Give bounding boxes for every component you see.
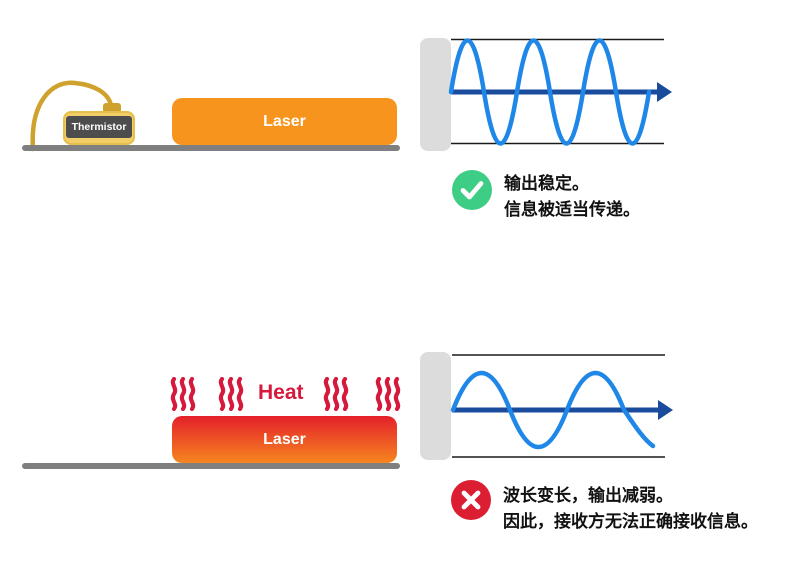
emitter-wall: [420, 352, 451, 460]
caption-stable-line2: 信息被适当传递。: [504, 200, 640, 219]
emitter-wall: [420, 38, 451, 151]
caption-weakened: 波长变长，输出减弱。 因此，接收方无法正确接收信息。: [503, 483, 758, 535]
axis-arrowhead: [658, 400, 673, 420]
caption-stable: 输出稳定。 信息被适当传递。: [504, 171, 640, 223]
ground-rail-bottom: [22, 463, 400, 469]
sine-wave-weakened: [450, 370, 656, 450]
caption-weakened-line2: 因此，接收方无法正确接收信息。: [503, 512, 758, 531]
waveform-normal: [420, 38, 672, 151]
axis-arrowhead: [657, 82, 672, 102]
check-circle-icon: [452, 170, 492, 210]
thermistor-connector: [103, 103, 121, 113]
thermistor-wire: [30, 80, 114, 152]
waveform-heated: [420, 352, 673, 460]
heat-label: Heat: [258, 381, 304, 404]
cross-circle-icon: [451, 480, 491, 520]
thermistor-label: Thermistor: [66, 116, 132, 138]
caption-weakened-line1: 波长变长，输出减弱。: [503, 486, 673, 505]
laser-box-heated: Laser: [172, 416, 397, 463]
heat-waves-icon: [375, 377, 401, 411]
laser-box-normal: Laser: [172, 98, 397, 145]
ground-rail-top: [22, 145, 400, 151]
caption-stable-line1: 输出稳定。: [504, 174, 589, 193]
heat-waves-icon: [218, 377, 244, 411]
heat-waves-icon: [323, 377, 349, 411]
sine-wave-stable: [448, 38, 652, 146]
heat-waves-icon: [170, 377, 196, 411]
